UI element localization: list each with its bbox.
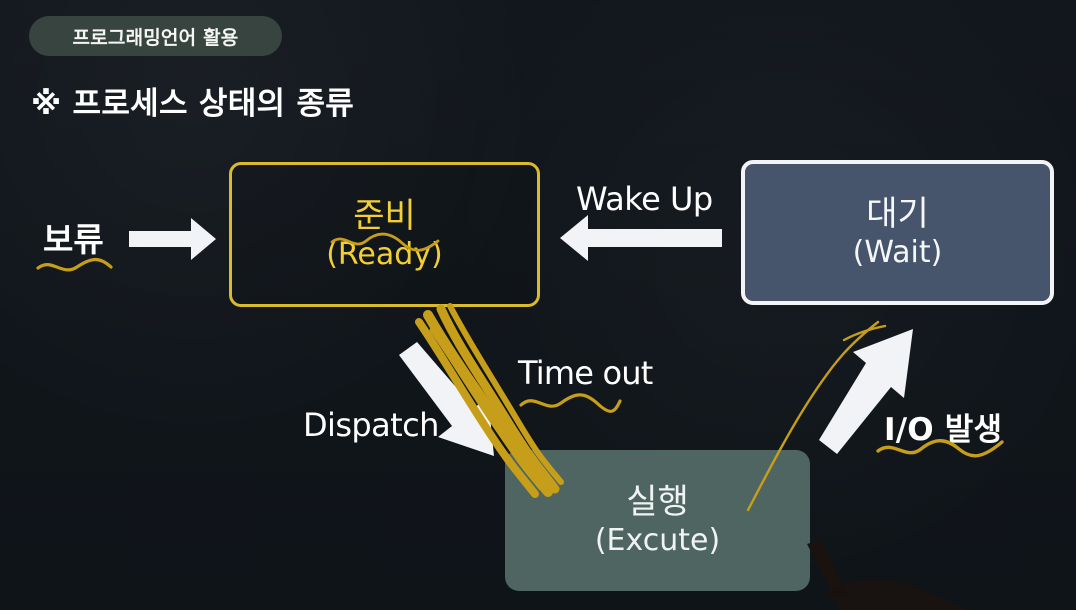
wait-state-title: 대기 [866,193,929,234]
run-state-box: 실행 (Excute) [505,450,810,591]
ready-state-box: 준비 (Ready) [229,162,540,307]
ready-state-title: 준비 [353,195,416,236]
wait-state-subtitle: (Wait) [852,234,943,270]
wake-up-label: Wake Up [576,180,713,218]
ready-state-subtitle: (Ready) [326,236,443,272]
wait-state-box: 대기 (Wait) [741,160,1054,305]
hold-label: 보류 [43,220,104,259]
run-state-subtitle: (Excute) [594,522,721,558]
time-out-label: Time out [518,354,653,392]
run-state-title: 실행 [626,481,689,522]
course-tag: 프로그래밍언어 활용 [29,16,282,56]
dispatch-label: Dispatch [303,406,439,444]
io-event-label: I/O 발생 [884,412,1003,448]
course-tag-text: 프로그래밍언어 활용 [72,26,239,49]
page-title: ※ 프로세스 상태의 종류 [31,86,355,122]
